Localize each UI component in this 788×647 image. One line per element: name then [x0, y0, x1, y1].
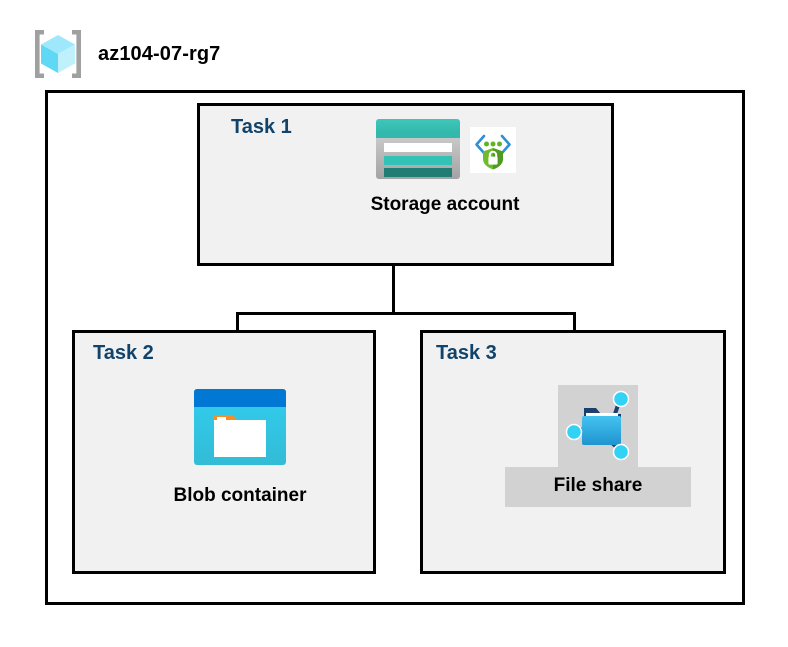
connector-horizontal-bus — [236, 312, 576, 315]
file-share-caption: File share — [505, 467, 691, 507]
storage-account-caption: Storage account — [370, 194, 520, 215]
blob-container-caption: Blob container — [173, 485, 307, 506]
resource-group-cube-icon — [35, 30, 81, 78]
file-share-node[interactable]: File share — [505, 385, 691, 507]
storage-account-node[interactable]: Storage account — [340, 118, 550, 216]
resource-group-header: az104-07-rg7 — [30, 26, 350, 82]
connector-storage-trunk — [392, 266, 395, 314]
storage-account-icon — [375, 119, 460, 179]
task-3-label: Task 3 — [436, 342, 497, 364]
storage-account-icon-group — [375, 118, 516, 186]
file-share-icon-highlight — [558, 385, 638, 467]
task-1-label: Task 1 — [231, 116, 292, 138]
task-2-label: Task 2 — [93, 342, 154, 364]
resource-group-name: az104-07-rg7 — [98, 42, 221, 65]
file-share-icon — [565, 390, 630, 461]
blob-container-icon — [194, 389, 286, 465]
secure-endpoint-shield-icon — [469, 127, 516, 173]
blob-container-node[interactable]: Blob container — [150, 388, 330, 507]
